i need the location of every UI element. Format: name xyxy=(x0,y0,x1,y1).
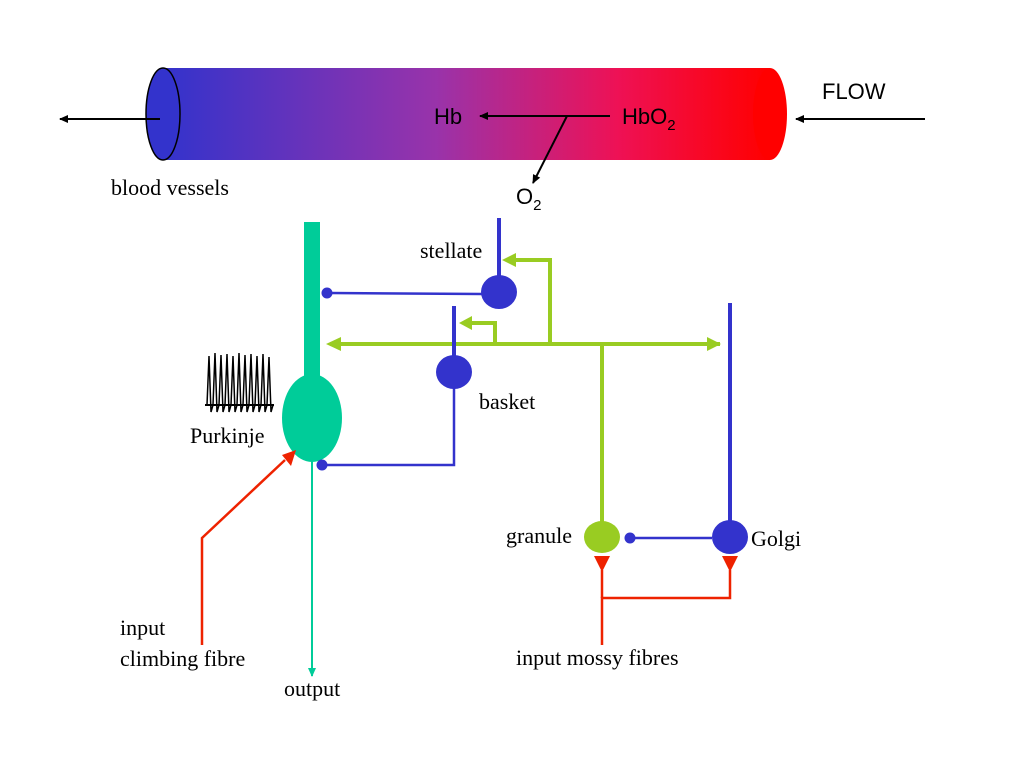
parallel-fibre xyxy=(326,253,721,525)
hbo2-label: HbO2 xyxy=(622,104,676,134)
output-label: output xyxy=(284,676,340,701)
purkinje-label: Purkinje xyxy=(190,423,265,448)
purkinje-soma xyxy=(282,374,342,462)
golgi-label: Golgi xyxy=(751,526,801,551)
flow-label: FLOW xyxy=(822,79,886,104)
mossy-fibres xyxy=(594,556,738,645)
climbing-fibre-label: climbing fibre xyxy=(120,646,245,671)
climbing-synapse-purkinje xyxy=(282,450,296,466)
blood-vessels-caption: blood vessels xyxy=(111,175,229,200)
stellate-cell xyxy=(321,218,517,309)
granule-cell xyxy=(584,521,620,553)
parallel-fibre-synapse-golgi xyxy=(707,337,721,351)
stellate-label: stellate xyxy=(420,238,482,263)
blood-vessel xyxy=(145,67,787,161)
o2-release-arrow xyxy=(532,115,568,184)
mossy-fibres-label: input mossy fibres xyxy=(516,645,679,670)
basket-label: basket xyxy=(479,389,535,414)
granule-label: granule xyxy=(506,523,572,548)
o2-label: O2 xyxy=(516,184,541,214)
hb-label: Hb xyxy=(434,104,462,129)
purkinje-dendrite xyxy=(304,222,320,387)
climbing-input-label: input xyxy=(120,615,165,640)
spike-train-icon xyxy=(205,352,274,413)
golgi-cell xyxy=(624,303,748,554)
mossy-synapse-granule xyxy=(594,556,610,572)
climbing-fibre xyxy=(200,450,296,645)
mossy-synapse-golgi xyxy=(722,556,738,572)
basket-cell xyxy=(316,306,472,471)
parallel-fibre-synapse-purkinje xyxy=(326,337,341,351)
